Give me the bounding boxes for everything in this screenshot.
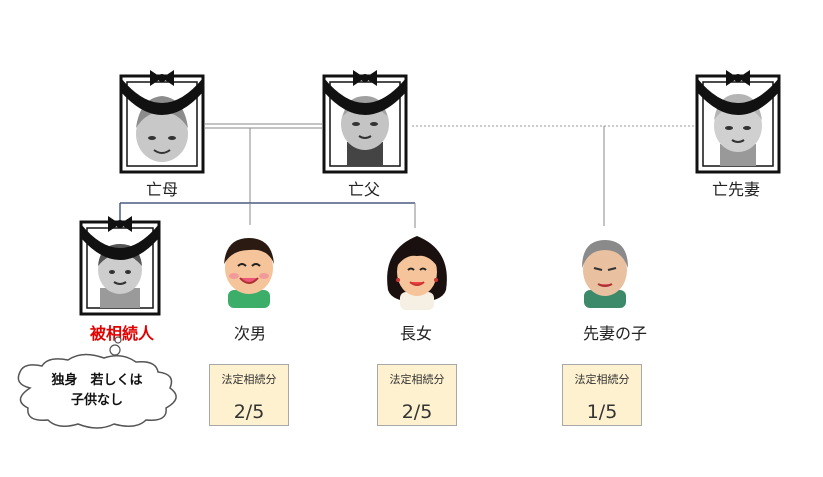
mourning-portrait-icon [695, 70, 781, 174]
share-value: 1/5 [586, 401, 618, 423]
bubble-text: 独身 若しくは 子供なし [44, 371, 150, 411]
bubble-line-2: 子供なし [70, 393, 123, 408]
label-former-wife: 亡先妻 [712, 180, 761, 199]
bubble-line-1: 独身 若しくは [51, 373, 143, 388]
share-title: 法定相続分 [389, 373, 445, 386]
illustration-eldest-daughter [382, 230, 452, 310]
illustration-second-son [214, 232, 284, 308]
label-eldest-daughter: 長女 [400, 324, 433, 343]
share-box-former-wife-child: 法定相続分 1/5 [562, 364, 642, 426]
portrait-father [321, 68, 409, 176]
portrait-former-wife [694, 68, 782, 176]
portrait-decedent [78, 214, 162, 318]
portrait-mother [118, 68, 206, 176]
mourning-portrait-icon [79, 216, 161, 316]
label-decedent: 被相続人 [90, 324, 155, 343]
illustration-former-wife-child [570, 232, 640, 308]
share-box-second-son: 法定相続分 2/5 [209, 364, 289, 426]
share-value: 2/5 [401, 401, 433, 423]
thought-bubble [17, 336, 177, 429]
label-former-wife-child: 先妻の子 [583, 324, 648, 343]
label-father: 亡父 [348, 180, 381, 199]
mourning-portrait-icon [119, 70, 205, 174]
label-second-son: 次男 [234, 324, 267, 343]
label-mother: 亡母 [146, 180, 179, 199]
share-title: 法定相続分 [221, 373, 277, 386]
share-title: 法定相続分 [574, 373, 630, 386]
woman-face-icon [387, 236, 447, 310]
mourning-portrait-icon [322, 70, 408, 174]
older-man-face-icon [582, 240, 628, 308]
share-value: 2/5 [233, 401, 265, 423]
man-face-icon [224, 238, 274, 308]
share-box-eldest-daughter: 法定相続分 2/5 [377, 364, 457, 426]
